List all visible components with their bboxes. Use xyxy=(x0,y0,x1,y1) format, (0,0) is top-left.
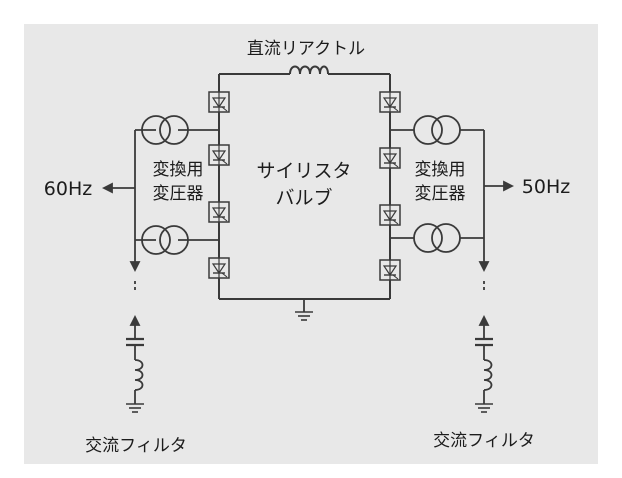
left-filter-label: 交流フィルタ xyxy=(85,436,187,456)
thyristor-icon xyxy=(379,204,401,226)
dc-reactor-label: 直流リアクトル xyxy=(247,39,365,59)
thyristor-icon xyxy=(379,91,401,113)
thyristor-icon xyxy=(379,259,401,281)
right-filter-label: 交流フィルタ xyxy=(433,431,535,451)
thyristor-icon xyxy=(208,91,230,113)
thyristor-icon xyxy=(208,144,230,166)
right-lower-transformer-icon xyxy=(390,223,461,253)
thyristor-icon xyxy=(208,201,230,223)
dc-ground-icon xyxy=(294,299,314,321)
left-ac-bus xyxy=(101,129,156,291)
dc-reactor-coil xyxy=(289,65,329,75)
left-transformer-label-line1: 変換用 xyxy=(153,160,204,180)
right-transformer-label-line2: 変圧器 xyxy=(415,184,466,204)
valve-label-line2: バルブ xyxy=(275,186,332,209)
left-ac-filter-icon xyxy=(126,314,144,404)
valve-label-line1: サイリスタ xyxy=(256,160,351,182)
thyristor-icon xyxy=(379,147,401,169)
background-panel xyxy=(24,24,598,464)
thyristor-icon xyxy=(208,257,230,279)
right-transformer-label-line1: 変換用 xyxy=(415,160,466,180)
right-ac-bus xyxy=(460,129,515,291)
left-transformer-label-line2: 変圧器 xyxy=(153,184,204,204)
right-frequency-label: 50Hz xyxy=(522,176,570,198)
left-upper-transformer-icon xyxy=(141,115,219,145)
right-upper-transformer-icon xyxy=(390,115,461,145)
left-frequency-label: 60Hz xyxy=(44,178,92,200)
right-ac-filter-icon xyxy=(475,314,493,404)
left-lower-transformer-icon xyxy=(141,225,219,255)
